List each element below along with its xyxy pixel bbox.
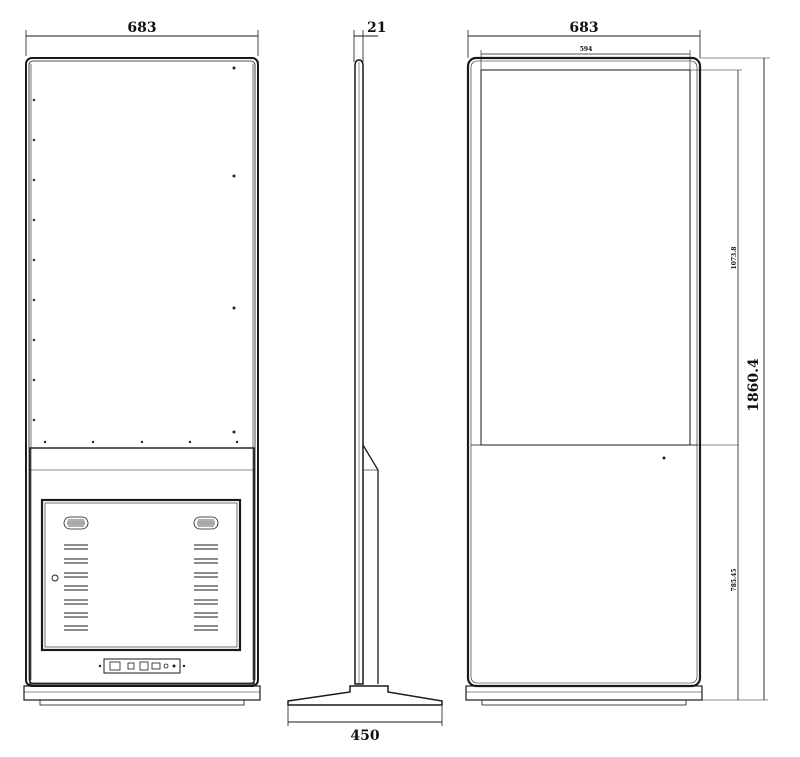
access-panel	[40, 498, 242, 652]
screen-width-label: 594	[580, 46, 593, 53]
rear-view: 683 594 1073.8 785.45	[465, 20, 770, 706]
side-view: 21 450	[287, 20, 443, 744]
rear-body-outline	[466, 56, 702, 688]
front-view: 683	[23, 20, 261, 706]
total-height-label: 1860.4	[746, 358, 762, 412]
lower-height-label: 785.45	[731, 569, 738, 592]
front-width-label: 683	[127, 20, 156, 36]
speaker-grille-left	[63, 516, 89, 530]
front-base	[23, 685, 261, 701]
side-base-dimension: 450	[287, 706, 443, 744]
rear-base	[465, 685, 703, 701]
io-port-panel	[98, 658, 186, 674]
side-depth-dimension: 21	[353, 20, 386, 62]
speaker-grille-right	[193, 516, 219, 530]
side-stand-base	[287, 685, 443, 706]
screen-height-label: 1073.8	[731, 247, 738, 270]
rear-width-label: 683	[569, 20, 598, 36]
side-depth-label: 21	[367, 20, 386, 36]
front-width-dimension: 683	[25, 20, 259, 56]
side-panel	[354, 59, 364, 685]
sensor-dot	[662, 456, 666, 460]
screen-height-dimension: 1073.8	[690, 69, 742, 445]
rear-width-dimension: 683	[467, 20, 701, 58]
vent-slots-right	[194, 544, 218, 631]
screen-width-dimension: 594	[480, 46, 691, 70]
total-height-dimension: 1860.4	[700, 57, 770, 700]
display-area	[480, 69, 691, 446]
front-screw-holes	[32, 66, 239, 444]
vent-slots-left	[64, 544, 88, 631]
side-rear-cabinet	[362, 444, 379, 684]
lock-hole	[51, 574, 59, 582]
front-body-outline	[25, 57, 259, 687]
front-lower-cabinet	[29, 447, 255, 685]
lower-height-dimension: 785.45	[700, 445, 768, 701]
side-base-label: 450	[350, 728, 379, 744]
